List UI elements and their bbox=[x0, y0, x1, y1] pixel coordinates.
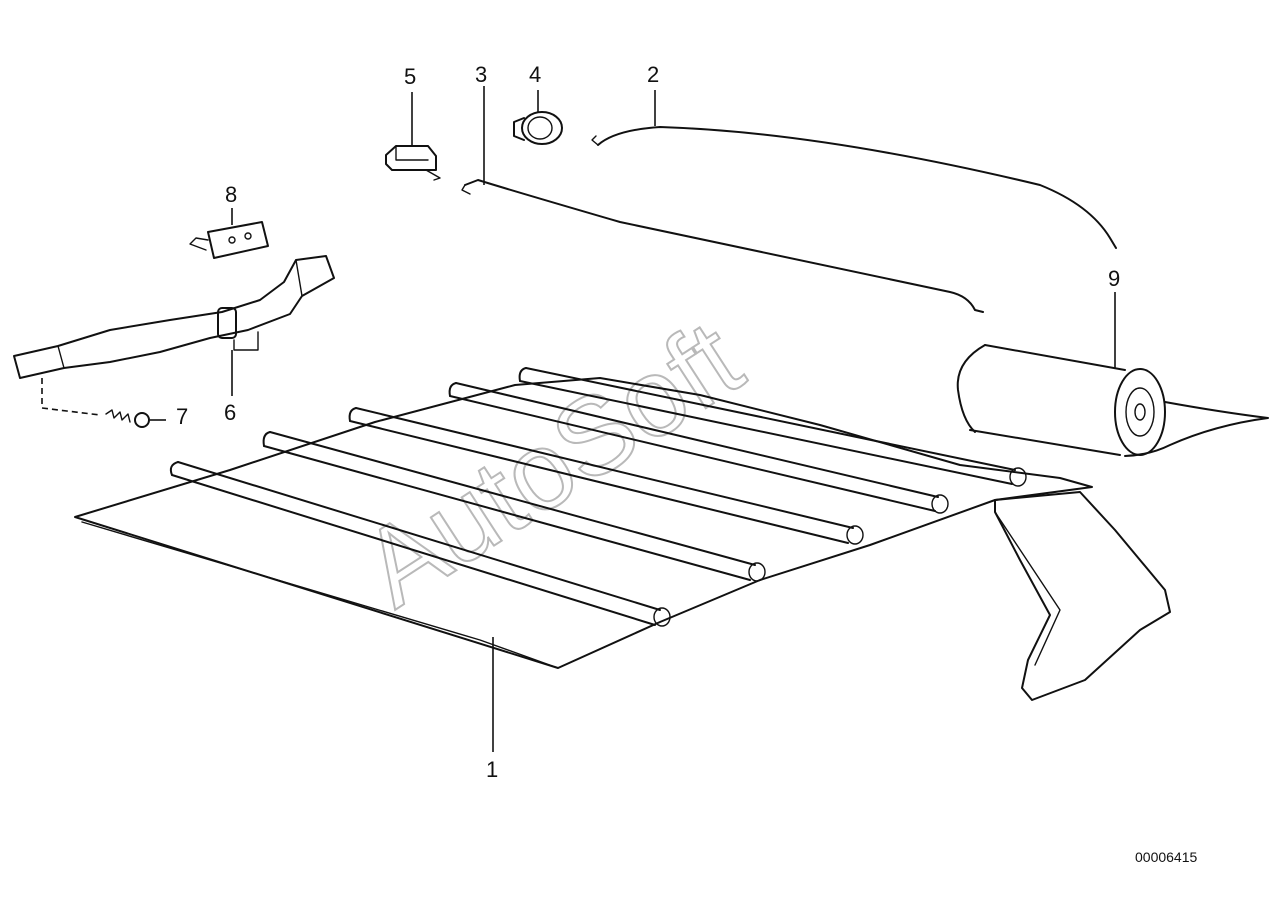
watermark-text: AutoSoft bbox=[341, 297, 762, 630]
callout-8: 8 bbox=[225, 182, 237, 207]
callout-7: 7 bbox=[176, 404, 188, 429]
callout-1: 1 bbox=[486, 757, 498, 782]
watermark: AutoSoft bbox=[340, 296, 763, 631]
part-5-clip bbox=[385, 145, 441, 181]
part-3-rod bbox=[461, 179, 984, 313]
part-2-rod bbox=[591, 126, 1117, 249]
part-9-roll bbox=[956, 344, 1269, 457]
callout-6: 6 bbox=[224, 400, 236, 425]
callout-9: 9 bbox=[1108, 266, 1120, 291]
part-6-strap bbox=[13, 255, 335, 379]
part-7-screw bbox=[105, 409, 150, 428]
callout-3: 3 bbox=[475, 62, 487, 87]
rib-1 bbox=[169, 461, 671, 627]
part-8-plate bbox=[189, 221, 269, 259]
document-number: 00006415 bbox=[1135, 849, 1198, 865]
rib-5 bbox=[518, 367, 1027, 487]
rib-3 bbox=[348, 407, 864, 545]
part-1-cover-panel bbox=[74, 367, 1171, 701]
rib-2 bbox=[262, 431, 766, 582]
leader-lines bbox=[41, 86, 1116, 752]
callout-4: 4 bbox=[529, 62, 541, 87]
callout-2: 2 bbox=[647, 62, 659, 87]
callout-5: 5 bbox=[404, 64, 416, 89]
part-4-button bbox=[513, 111, 563, 145]
rib-4 bbox=[448, 382, 949, 514]
